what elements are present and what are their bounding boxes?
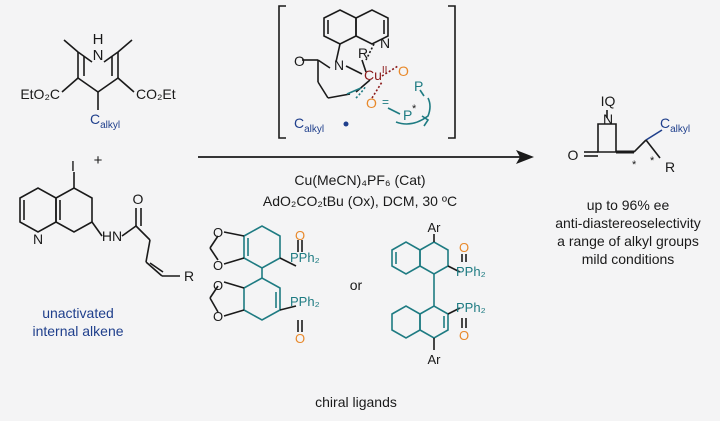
product-iq: IQ: [601, 93, 616, 109]
product-star-1: *: [632, 159, 637, 171]
amide-o-label: O: [133, 191, 144, 207]
int-o1-label: O: [366, 95, 377, 111]
plus-sign: +: [94, 152, 103, 169]
int-n-quin-label: N: [380, 35, 390, 51]
dhp-radical-precursor: [61, 39, 135, 110]
int-p2-label: P: [414, 78, 423, 94]
product-o: O: [568, 147, 579, 163]
conditions-oxidant: AdO₂CO₂tBu (Ox), DCM, 30 ºC: [263, 193, 457, 209]
int-o-label: O: [294, 53, 305, 69]
dhp-nh-label: H: [93, 31, 104, 48]
int-p1-label: P: [403, 107, 412, 123]
int-cu-label: CuII: [364, 65, 387, 83]
substrate-caption-2: internal alkene: [32, 323, 123, 339]
int-radical-label: Calkyl: [294, 115, 324, 135]
lig2-pph2-bottom: PPh₂: [456, 300, 486, 315]
result-dr: anti-diastereoselectivity: [555, 215, 701, 231]
lig1-pph2-top: PPh₂: [290, 250, 320, 265]
reaction-arrow: [198, 150, 534, 164]
ligand-or: or: [350, 277, 363, 293]
substrate-caption-1: unactivated: [42, 305, 114, 321]
product-alkyl: Calkyl: [660, 115, 690, 135]
lig1-o4: O: [213, 309, 223, 324]
dhp-n-label: N: [93, 47, 104, 64]
dhp-left-ester: EtO₂C: [20, 86, 60, 102]
result-ee: up to 96% ee: [587, 197, 670, 213]
product-star-2: *: [650, 155, 655, 167]
dhp-right-ester: CO₂Et: [136, 86, 176, 102]
radical-dot: [343, 121, 349, 127]
substrate-r-label: R: [184, 268, 194, 284]
int-double-bond-o1: =: [382, 95, 389, 109]
ligand-1: [209, 225, 303, 332]
result-scope: a range of alkyl groups: [557, 233, 699, 249]
lactam-product: [584, 110, 663, 159]
lig1-o1: O: [213, 225, 223, 240]
int-star: *: [412, 103, 417, 115]
lig1-o2: O: [213, 258, 223, 273]
quinoline-n-label: N: [33, 231, 43, 247]
dhp-radical-label: Calkyl: [90, 111, 120, 131]
amide-nh-label: HN: [102, 228, 122, 244]
lig1-po-bottom: O: [295, 331, 305, 346]
intermediate-brackets: [278, 5, 456, 139]
lig1-pph2-bottom: PPh₂: [290, 294, 320, 309]
lig2-ar-bottom: Ar: [428, 352, 442, 367]
int-n-amide-label: N: [334, 57, 344, 73]
int-r-label: R: [358, 45, 368, 61]
product-n: N: [603, 111, 613, 127]
lig1-o3: O: [213, 278, 223, 293]
lig2-pph2-top: PPh₂: [456, 264, 486, 279]
intermediate-structure: [302, 9, 431, 127]
product-r: R: [665, 159, 675, 175]
alkene-substrate: [19, 172, 180, 277]
lig1-po-top: O: [295, 228, 305, 243]
result-conditions: mild conditions: [582, 251, 675, 267]
ligand-2-bonds: [433, 234, 467, 350]
lig2-ar-top: Ar: [428, 220, 442, 235]
int-o2-label: O: [398, 63, 409, 79]
ligands-caption: chiral ligands: [315, 394, 397, 410]
lig2-po-top: O: [459, 240, 469, 255]
iodo-label: I: [71, 158, 75, 175]
lig2-po-bottom: O: [459, 328, 469, 343]
conditions-catalyst: Cu(MeCN)₄PF₆ (Cat): [294, 172, 425, 188]
